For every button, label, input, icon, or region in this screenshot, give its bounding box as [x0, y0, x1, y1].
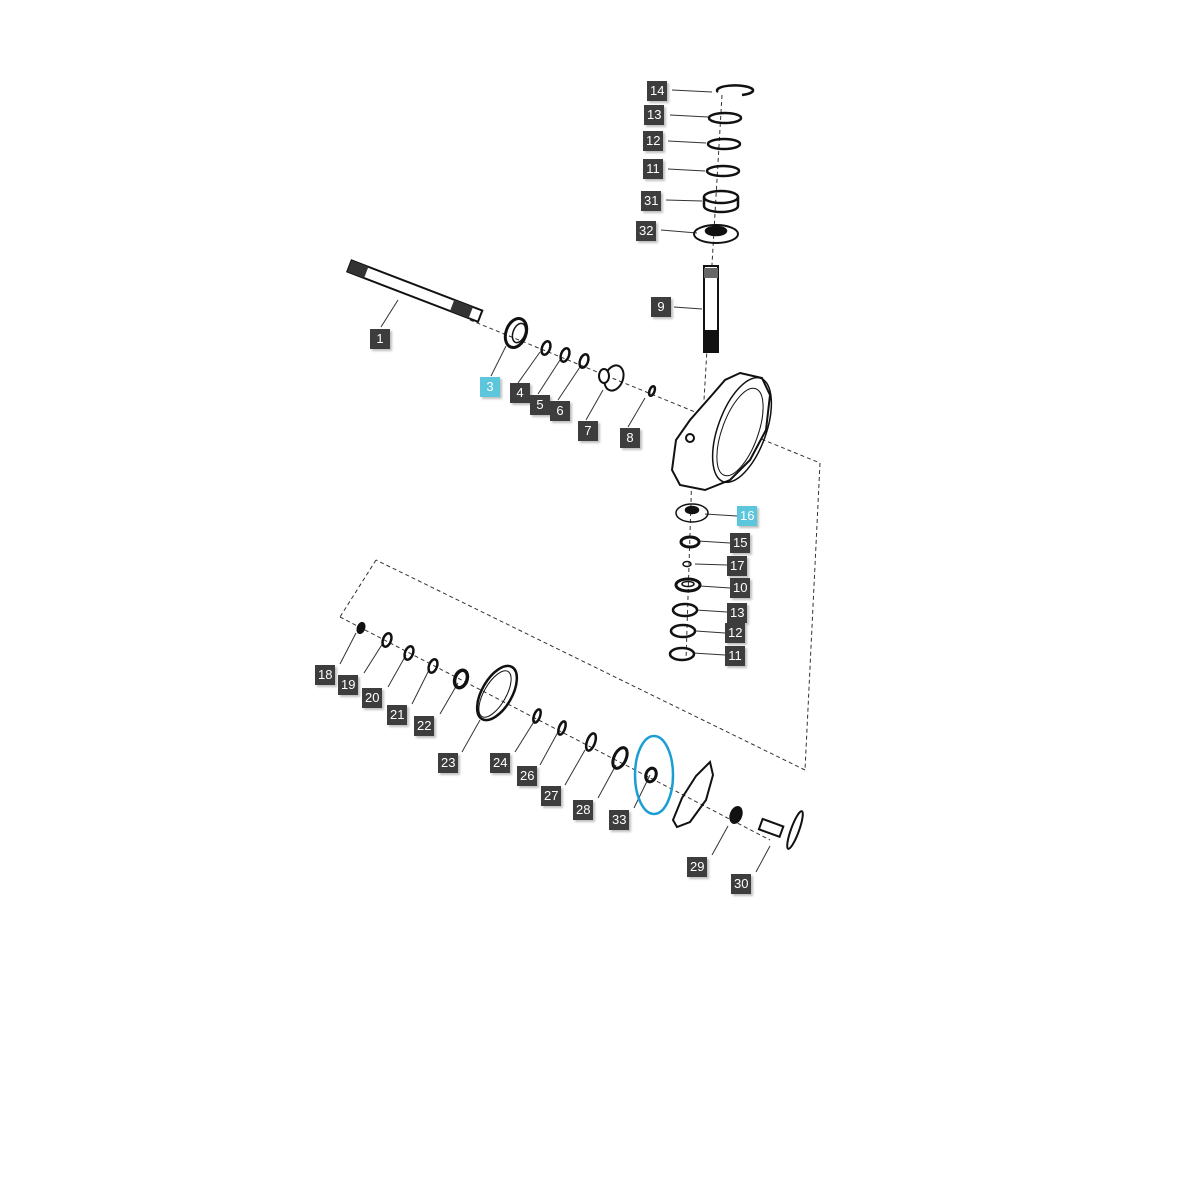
ring-27 [584, 732, 598, 752]
ring-21 [427, 658, 439, 674]
part-label-12[interactable]: 12 [643, 131, 664, 151]
part-label-18[interactable]: 18 [315, 665, 336, 685]
part-label-13[interactable]: 13 [727, 603, 748, 623]
cap-32 [693, 224, 739, 244]
top-stack-parts [693, 84, 755, 244]
part-label-31[interactable]: 31 [641, 191, 662, 211]
ring-12 [706, 137, 742, 151]
part-label-22[interactable]: 22 [414, 716, 435, 736]
part-label-26[interactable]: 26 [517, 766, 538, 786]
ring-13 [707, 111, 743, 125]
bearing-3 [503, 316, 529, 350]
cover-plate [671, 760, 715, 829]
part-label-4[interactable]: 4 [510, 383, 530, 403]
bearing-15 [679, 535, 701, 549]
leader-lines [339, 89, 771, 873]
shaft-30 [757, 810, 804, 850]
part-label-10[interactable]: 10 [730, 578, 751, 598]
gear-23 [475, 664, 519, 722]
ring-4 [540, 340, 552, 356]
part-label-28[interactable]: 28 [573, 800, 594, 820]
ring-5 [559, 347, 571, 363]
bearing-10 [674, 577, 702, 593]
ring-19 [381, 632, 393, 648]
nut-29 [729, 806, 743, 824]
part-label-21[interactable]: 21 [387, 705, 408, 725]
highlight-circle [633, 734, 675, 816]
part-label-7[interactable]: 7 [578, 421, 598, 441]
ring-8 [647, 384, 657, 398]
bearing-28 [611, 746, 629, 770]
part-label-12[interactable]: 12 [725, 623, 746, 643]
nut-18 [356, 621, 366, 635]
part-label-13[interactable]: 13 [644, 105, 665, 125]
ring-11b [668, 646, 696, 662]
part-label-17[interactable]: 17 [727, 556, 748, 576]
ring-6 [578, 353, 590, 369]
shaft-1 [346, 259, 484, 324]
ring-26 [557, 720, 567, 736]
part-label-20[interactable]: 20 [362, 688, 383, 708]
circlip-14 [715, 84, 755, 97]
gearbox-housing [670, 371, 773, 492]
part-label-11[interactable]: 11 [643, 159, 663, 179]
gear-7 [598, 364, 625, 392]
ring-20 [403, 645, 415, 661]
part-label-1[interactable]: 1 [370, 329, 390, 349]
ring-24 [532, 708, 542, 724]
ring-13b [671, 602, 699, 618]
part-label-30[interactable]: 30 [731, 874, 752, 894]
part-label-11[interactable]: 11 [725, 646, 745, 666]
part-label-14[interactable]: 14 [647, 81, 668, 101]
part-label-3[interactable]: 3 [480, 377, 500, 397]
part-label-5[interactable]: 5 [530, 395, 550, 415]
cap-16 [675, 503, 709, 523]
part-label-8[interactable]: 8 [620, 428, 640, 448]
bushing-33 [644, 766, 658, 784]
part-label-15[interactable]: 15 [730, 533, 751, 553]
part-label-6[interactable]: 6 [550, 401, 570, 421]
ring-11 [705, 164, 741, 178]
part-label-23[interactable]: 23 [438, 753, 459, 773]
part-label-33[interactable]: 33 [609, 810, 630, 830]
ring-12b [669, 623, 697, 639]
part-label-9[interactable]: 9 [651, 297, 671, 317]
shaft-9 [703, 265, 719, 353]
part-label-27[interactable]: 27 [541, 786, 562, 806]
part-label-19[interactable]: 19 [338, 675, 359, 695]
bearing-22 [452, 668, 470, 690]
part-label-32[interactable]: 32 [636, 221, 657, 241]
ring-17 [682, 560, 692, 568]
part-label-16[interactable]: 16 [737, 506, 758, 526]
part-label-24[interactable]: 24 [490, 753, 511, 773]
part-label-29[interactable]: 29 [687, 857, 708, 877]
bearing-31 [702, 189, 740, 214]
